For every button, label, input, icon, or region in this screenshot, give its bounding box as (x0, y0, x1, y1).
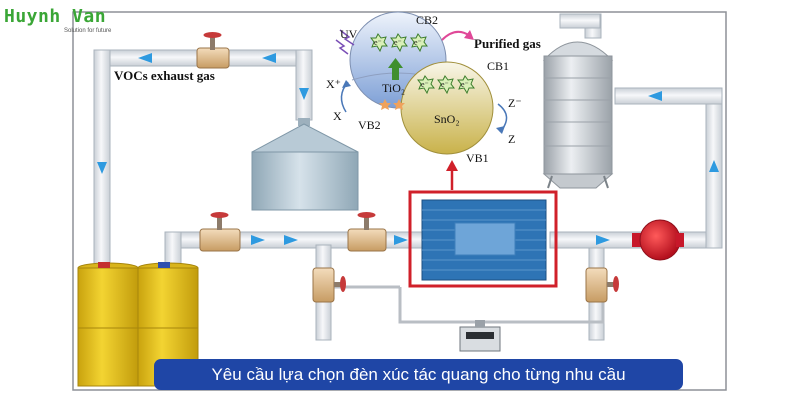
valve-feed-1[interactable] (199, 212, 241, 252)
flow-arrows (97, 53, 719, 245)
label-cb1: CB1 (487, 59, 509, 73)
label-z: Z (508, 132, 515, 146)
svg-text:e⁻: e⁻ (421, 80, 429, 89)
valve-drop-right[interactable] (585, 267, 619, 303)
yellow-tank-left (77, 262, 139, 387)
svg-text:e⁻: e⁻ (374, 38, 382, 47)
reactor-highlight-frame (408, 190, 558, 288)
electron-labels: e⁻ e⁻ e⁻ e⁻ e⁻ e⁻ (374, 38, 469, 89)
label-sno2: SnO₂ (434, 112, 460, 126)
hole-stars-vb2 (379, 99, 405, 110)
brand-tagline: Solution for future (64, 28, 112, 34)
scrubber-column (542, 41, 614, 189)
brand-name: Huynh Van (4, 6, 107, 27)
label-purified-gas: Purified gas (474, 36, 541, 51)
green-up-arrow (392, 66, 399, 80)
label-x: X (333, 109, 342, 123)
exhaust-hood (251, 118, 359, 211)
label-vb2: VB2 (358, 118, 381, 132)
uv-rays (335, 29, 355, 55)
gauge-meter (459, 320, 501, 352)
circulation-pump[interactable] (632, 219, 684, 261)
valve-top[interactable] (196, 32, 230, 69)
svg-text:e⁻: e⁻ (461, 80, 469, 89)
valve-drop-left[interactable] (312, 267, 346, 303)
electron-stars-cb2 (370, 33, 428, 53)
label-tio2: TiO₂ (382, 81, 405, 95)
svg-text:e⁻: e⁻ (414, 38, 422, 47)
label-vb1: VB1 (466, 151, 489, 165)
photocatalytic-reactor (421, 199, 547, 281)
electron-stars-cb1 (417, 75, 475, 95)
label-z-minus: Z⁻ (508, 96, 522, 110)
svg-text:e⁻: e⁻ (441, 80, 449, 89)
label-cb2: CB2 (416, 13, 438, 27)
label-uv: UV (340, 27, 358, 41)
sno2-sphere (400, 61, 494, 155)
brand-logo: Huynh Van Solution for future (4, 6, 124, 40)
label-x-plus: X⁺ (326, 77, 341, 91)
caption-banner: Yêu cầu lựa chọn đèn xúc tác quang cho t… (154, 359, 683, 390)
label-vocs-exhaust-gas: VOCs exhaust gas (114, 68, 215, 83)
svg-text:e⁻: e⁻ (394, 38, 402, 47)
valve-feed-2[interactable] (347, 212, 387, 252)
